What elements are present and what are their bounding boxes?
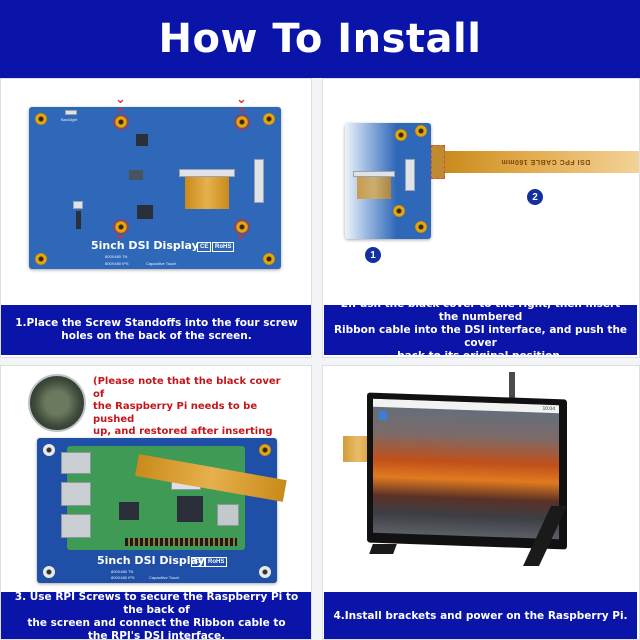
chip (76, 211, 81, 229)
display-pcb-partial (345, 123, 431, 239)
step-badge-2: 2 (527, 189, 543, 205)
side-connector (254, 159, 264, 203)
dsi-fpc-cable (441, 151, 639, 173)
dsi-connector (179, 169, 235, 177)
screw-hole (259, 444, 271, 456)
side-connector (405, 159, 415, 191)
small-connector (73, 201, 83, 209)
standoff-hole (35, 253, 47, 265)
standoff-hole (415, 125, 427, 137)
standoff-hole (263, 113, 275, 125)
screw-hole (259, 566, 271, 578)
page-header: How To Install (0, 0, 640, 78)
touch-label: Capacitive Touch (146, 261, 177, 266)
target-screw-hole (115, 221, 127, 233)
screw-hole (43, 566, 55, 578)
arrow-up-icon: ⌃ (114, 233, 125, 248)
display-pcb-back: Backlight 5inch DSI Display 800X480 TN 8… (29, 107, 281, 269)
left-bracket (369, 544, 397, 554)
step-4-caption: 4.Install brackets and power on the Rasp… (324, 592, 637, 639)
cable-label: DSI FPC CABLE 160mm (501, 158, 591, 165)
option-tn: 800X480 TN (105, 254, 128, 259)
target-screw-hole (236, 116, 248, 128)
backlight-switch (65, 110, 77, 115)
chip (136, 134, 148, 146)
standoff-hole (395, 129, 407, 141)
dsi-connector (353, 171, 395, 177)
ribbon-stub (185, 177, 229, 209)
target-screw-hole (236, 221, 248, 233)
usb-port (61, 482, 91, 506)
target-screw-hole (115, 116, 127, 128)
option-tn: 800X480 TN (111, 569, 134, 574)
standoff-hole (35, 113, 47, 125)
touch-label: Capacitive Touch (149, 575, 180, 580)
chip (137, 205, 153, 219)
step-1-panel: Backlight 5inch DSI Display 800X480 TN 8… (0, 78, 312, 358)
display-monitor: 10:04 (367, 392, 567, 550)
power-cable (509, 372, 515, 402)
page-title: How To Install (158, 16, 482, 62)
ribbon-stub (357, 177, 391, 199)
arrow-up-icon: ⌃ (235, 233, 246, 248)
ethernet-port (61, 452, 91, 474)
standoff-hole (263, 253, 275, 265)
port (217, 504, 239, 526)
backlight-label: Backlight (61, 117, 78, 122)
rohs-mark: RoHS (205, 557, 228, 567)
arrow-down-icon: ⌄⌄ (115, 91, 126, 114)
arrow-down-icon: ⌄⌄ (236, 91, 247, 114)
ce-mark: CE (197, 242, 212, 252)
screw-hole (43, 444, 55, 456)
step-2-caption: 2.Push the black cover to the right, the… (324, 298, 637, 357)
display-screen: 10:04 (373, 398, 559, 540)
cable-contacts (431, 145, 445, 179)
step-3-caption: 3. Use RPI Screws to secure the Raspberr… (1, 591, 311, 639)
ce-mark: CE (191, 557, 206, 567)
chip (129, 170, 143, 180)
option-ips: 800X480 IPS (111, 575, 135, 580)
board-title: 5inch DSI Display (91, 239, 199, 252)
board-title: 5inch DSI Display (97, 554, 205, 567)
desktop-taskbar: 10:04 (373, 398, 559, 414)
standoff-hole (415, 221, 427, 233)
standoff-hole (393, 205, 405, 217)
ram-chip (177, 496, 203, 522)
raspberry-pi-board (61, 446, 245, 550)
connector-zoom-inset (28, 374, 86, 432)
step-4-panel: 10:04 4.Install brackets and power on th… (322, 365, 640, 640)
step-2-panel: DSI FPC CABLE 160mm 1 2 2.Push the black… (322, 78, 640, 358)
option-ips: 800X480 IPS (105, 261, 129, 266)
trash-icon (379, 410, 387, 421)
cpu-chip (119, 502, 139, 520)
gpio-header (125, 538, 237, 546)
rohs-mark: RoHS (212, 242, 235, 252)
usb-port (61, 514, 91, 538)
clock: 10:04 (542, 405, 555, 413)
step-badge-1: 1 (365, 247, 381, 263)
step-1-caption: 1.Place the Screw Standoffs into the fou… (1, 305, 311, 355)
step-3-panel: (Please note that the black cover of the… (0, 365, 312, 640)
